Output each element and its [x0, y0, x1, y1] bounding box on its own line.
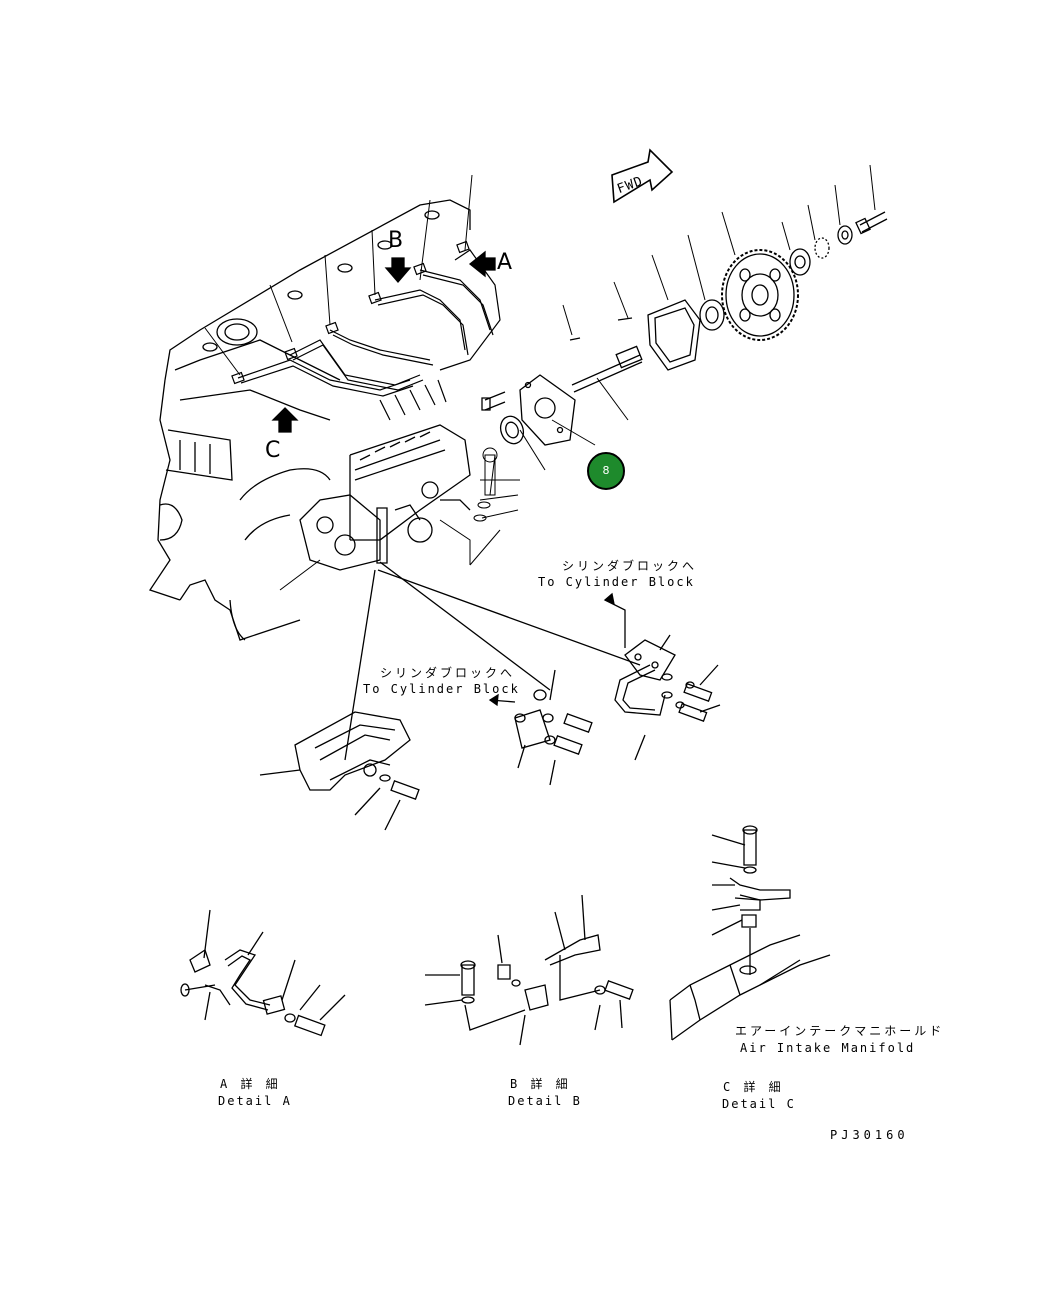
arrow-c-icon [273, 408, 297, 432]
pump-bracket [260, 712, 419, 830]
detail-c-drawing [670, 826, 830, 1040]
part-number-badge[interactable]: 8 [587, 452, 625, 490]
injection-pipes [232, 242, 500, 420]
intake-manifold-en: Air Intake Manifold [740, 1041, 916, 1055]
detail-c-jp: C 詳 細 [723, 1080, 784, 1094]
arrow-c-label: C [265, 438, 281, 463]
bracket-middle [345, 562, 592, 785]
to-cylinder-block-en-1: To Cylinder Block [538, 575, 695, 589]
arrow-b-icon [386, 258, 410, 282]
detail-b-jp: B 詳 細 [510, 1077, 571, 1091]
bracket-right [378, 570, 720, 760]
drawing-number: PJ30160 [830, 1128, 909, 1142]
detail-a-jp: A 詳 細 [220, 1077, 281, 1091]
arrow-a-label: A [497, 250, 513, 275]
injection-pump [300, 425, 470, 570]
fwd-arrow-icon [612, 150, 672, 202]
detail-b-drawing [425, 895, 633, 1045]
detail-a-en: Detail A [218, 1094, 292, 1108]
drive-housing [482, 300, 724, 447]
arrow-b-label: B [388, 228, 404, 253]
to-cylinder-block-jp-2: シリンダブロックへ [380, 666, 516, 680]
engine-block [150, 200, 470, 640]
detail-a-drawing [181, 910, 345, 1035]
arrow-a-icon [470, 252, 495, 276]
to-cylinder-block-jp-1: シリンダブロックへ [562, 559, 698, 573]
leader-lines [205, 165, 875, 590]
drive-gear [722, 212, 887, 340]
intake-manifold-jp: エアーインテークマニホールド [735, 1024, 945, 1038]
to-cylinder-block-en-2: To Cylinder Block [363, 682, 520, 696]
detail-c-en: Detail C [722, 1097, 796, 1111]
detail-b-en: Detail B [508, 1094, 582, 1108]
